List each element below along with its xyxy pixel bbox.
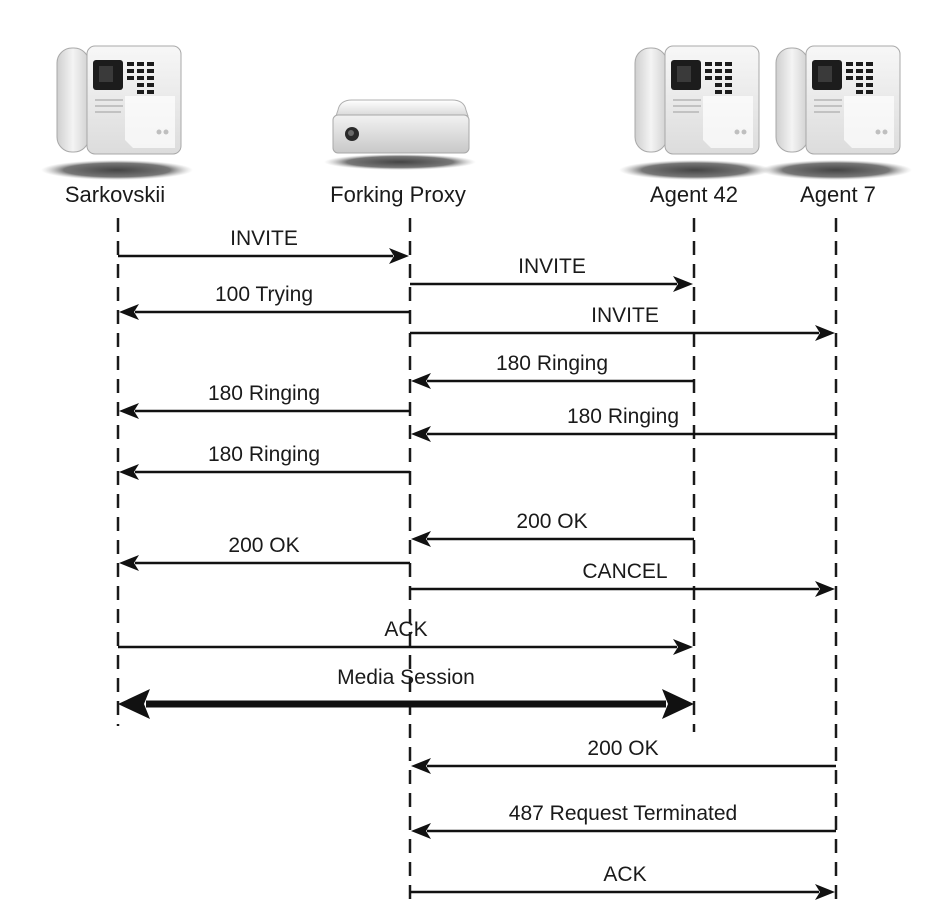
message-arrow: 200 OK bbox=[411, 510, 694, 547]
arrowhead bbox=[119, 464, 139, 480]
message-label: 100 Trying bbox=[215, 283, 313, 306]
message-label: CANCEL bbox=[582, 560, 667, 583]
message-arrow: 180 Ringing bbox=[411, 352, 694, 389]
message-arrow: INVITE bbox=[118, 227, 409, 264]
participant-name: Sarkovskii bbox=[65, 182, 165, 207]
message-label: Media Session bbox=[337, 666, 475, 689]
arrowhead-left bbox=[118, 689, 150, 719]
message-label: 180 Ringing bbox=[496, 352, 608, 375]
message-arrow: 100 Trying bbox=[119, 283, 410, 320]
arrowhead bbox=[411, 758, 431, 774]
desk-phone-icon bbox=[759, 45, 913, 181]
message-label: INVITE bbox=[518, 255, 586, 278]
arrowhead bbox=[119, 403, 139, 419]
arrowhead bbox=[411, 531, 431, 547]
participant-name: Forking Proxy bbox=[330, 182, 466, 207]
message-arrow: INVITE bbox=[410, 304, 835, 341]
message-arrow: 180 Ringing bbox=[119, 382, 410, 419]
arrowhead bbox=[815, 581, 835, 597]
message-label: 200 OK bbox=[228, 534, 299, 557]
message-label: 200 OK bbox=[587, 737, 658, 760]
participant-agent-42: Agent 42 bbox=[618, 45, 772, 207]
message-arrow: 200 OK bbox=[119, 534, 410, 571]
participant-name: Agent 42 bbox=[650, 182, 738, 207]
arrowhead bbox=[673, 639, 693, 655]
arrowhead bbox=[389, 248, 409, 264]
message-arrow: Media Session bbox=[118, 666, 694, 719]
arrowhead bbox=[411, 823, 431, 839]
message-label: ACK bbox=[603, 863, 646, 886]
message-label: ACK bbox=[384, 618, 427, 641]
desk-phone-icon bbox=[618, 45, 772, 181]
arrowhead bbox=[411, 373, 431, 389]
message-arrow: ACK bbox=[410, 863, 835, 900]
message-label: 487 Request Terminated bbox=[509, 802, 737, 825]
participant-agent-7: Agent 7 bbox=[759, 45, 913, 207]
message-arrow: 180 Ringing bbox=[119, 443, 410, 480]
participant-sarkovskii: Sarkovskii bbox=[40, 45, 194, 207]
desk-phone-icon bbox=[40, 45, 194, 181]
participant-forking-proxy: Forking Proxy bbox=[324, 99, 476, 207]
message-arrow: 487 Request Terminated bbox=[411, 802, 836, 839]
arrowhead bbox=[673, 276, 693, 292]
message-label: 180 Ringing bbox=[208, 443, 320, 466]
message-arrow: CANCEL bbox=[410, 560, 835, 597]
arrowhead bbox=[815, 884, 835, 900]
arrowhead-right bbox=[662, 689, 694, 719]
message-arrow: ACK bbox=[118, 618, 693, 655]
proxy-server-icon bbox=[324, 99, 476, 170]
arrowhead bbox=[119, 304, 139, 320]
arrowhead bbox=[119, 555, 139, 571]
participant-name: Agent 7 bbox=[800, 182, 876, 207]
arrowhead bbox=[411, 426, 431, 442]
message-label: 180 Ringing bbox=[567, 405, 679, 428]
arrowhead bbox=[815, 325, 835, 341]
message-label: 180 Ringing bbox=[208, 382, 320, 405]
message-label: INVITE bbox=[230, 227, 298, 250]
message-label: INVITE bbox=[591, 304, 659, 327]
message-arrow: INVITE bbox=[410, 255, 693, 292]
message-label: 200 OK bbox=[516, 510, 587, 533]
message-arrow: 200 OK bbox=[411, 737, 836, 774]
message-arrow: 180 Ringing bbox=[411, 405, 836, 442]
